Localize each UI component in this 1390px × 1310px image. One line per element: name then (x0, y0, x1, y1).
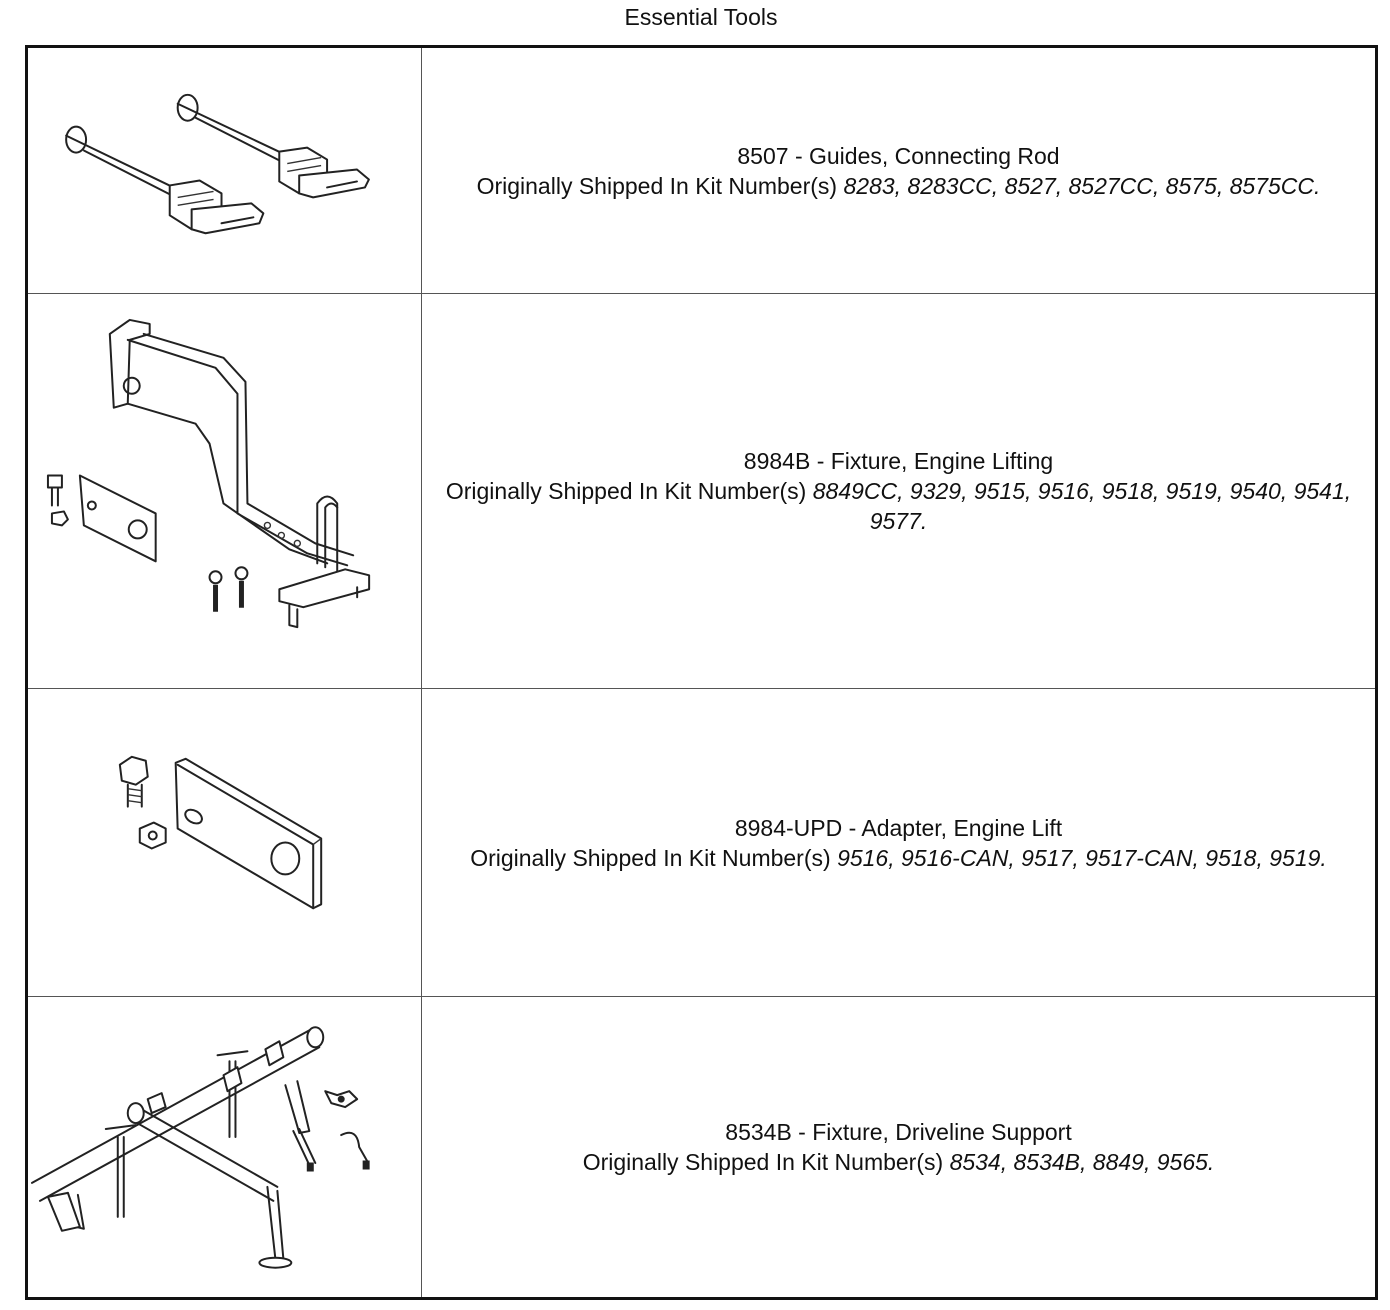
connecting-rod-guides-icon (28, 48, 422, 294)
tool-description: 8984-UPD - Adapter, Engine Lift Original… (422, 689, 1375, 997)
tool-description: 8507 - Guides, Connecting Rod Originally… (422, 48, 1375, 294)
tool-heading: 8984-UPD - Adapter, Engine Lift (734, 814, 1063, 841)
kit-numbers: 9516, 9516-CAN, 9517, 9517-CAN, 9518, 95… (837, 844, 1327, 871)
tool-description: 8534B - Fixture, Driveline Support Origi… (422, 997, 1375, 1297)
kit-numbers: 8534, 8534B, 8849, 9565. (949, 1149, 1215, 1175)
kit-prefix: Originally Shipped In Kit Number(s) (476, 172, 844, 199)
kit-numbers: 8849CC, 9329, 9515, 9516, 9518, 9519, 95… (812, 478, 1352, 534)
engine-lifting-fixture-icon (28, 294, 422, 689)
kit-prefix: Originally Shipped In Kit Number(s) (582, 1149, 950, 1175)
page-title: Essential Tools (624, 4, 778, 30)
driveline-support-fixture-icon (28, 997, 422, 1297)
tool-heading: 8534B - Fixture, Driveline Support (725, 1119, 1072, 1145)
essential-tools-table: 8507 - Guides, Connecting Rod Originally… (25, 45, 1378, 1300)
tool-heading: 8984B - Fixture, Engine Lifting (743, 448, 1054, 474)
tool-description: 8984B - Fixture, Engine Lifting Original… (422, 294, 1375, 689)
kit-prefix: Originally Shipped In Kit Number(s) (445, 478, 813, 504)
kit-prefix: Originally Shipped In Kit Number(s) (470, 844, 838, 871)
engine-lift-adapter-icon (28, 689, 422, 997)
tool-heading: 8507 - Guides, Connecting Rod (737, 142, 1060, 169)
kit-numbers: 8283, 8283CC, 8527, 8527CC, 8575, 8575CC… (843, 172, 1321, 199)
